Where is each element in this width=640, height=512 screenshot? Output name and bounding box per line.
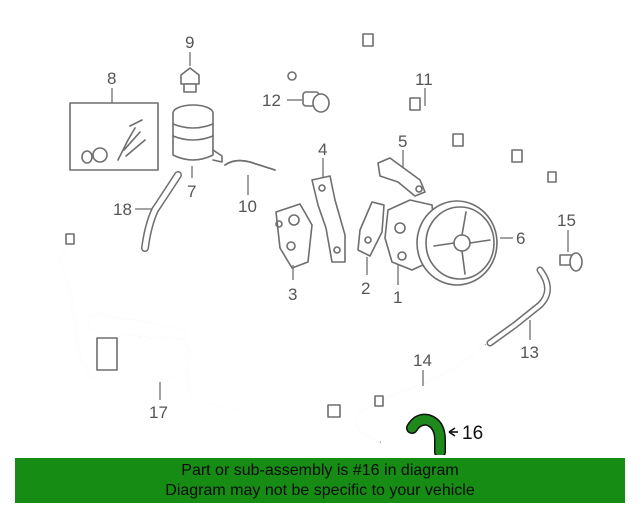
callout-11: 11 (415, 70, 433, 89)
callout-12: 12 (262, 91, 281, 110)
part-11-pressure-line (287, 25, 557, 183)
callout-3: 3 (288, 285, 297, 304)
callout-16: 16 (462, 423, 483, 444)
callout-5: 5 (398, 132, 407, 151)
part-9-reservoir-cap (180, 67, 200, 93)
callout-8: 8 (107, 69, 116, 88)
banner-line-1: Part or sub-assembly is #16 in diagram (181, 462, 459, 479)
part-5-bracket (377, 157, 426, 197)
part-14-return-line (355, 344, 486, 443)
parts-diagram: 1 2 3 4 5 6 7 8 9 10 11 12 13 14 15 16 1… (58, 25, 583, 455)
callout-10: 10 (238, 197, 257, 216)
callout-18: 18 (113, 200, 132, 219)
part-2-bracket (357, 201, 385, 257)
callout-13: 13 (520, 343, 539, 362)
part-12-union-bolt (302, 91, 330, 113)
callout-9: 9 (185, 33, 194, 52)
callout-14: 14 (413, 351, 432, 370)
callout-7: 7 (187, 182, 196, 201)
callout-6: 6 (516, 229, 525, 248)
part-15-fitting (559, 252, 583, 272)
part-17-cooler-line (58, 233, 341, 418)
banner-line-2: Diagram may not be specific to your vehi… (165, 482, 475, 499)
part-6-pulley (416, 200, 498, 286)
callout-17: 17 (149, 403, 168, 422)
info-banner: Part or sub-assembly is #16 in diagram D… (15, 458, 625, 503)
part-4-bracket (311, 175, 346, 263)
part-8-seal-kit (69, 102, 159, 171)
part-7-reservoir (172, 104, 223, 163)
callout-2: 2 (361, 279, 370, 298)
callout-4: 4 (318, 140, 327, 159)
callout-15: 15 (557, 211, 576, 230)
part-3-bracket (275, 203, 313, 269)
callout-1: 1 (393, 288, 402, 307)
